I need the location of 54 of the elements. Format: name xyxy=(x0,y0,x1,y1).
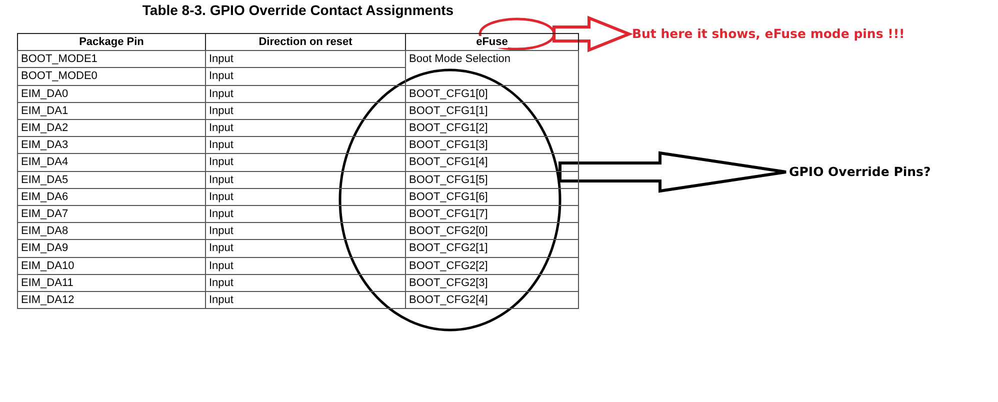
highlight-ellipse xyxy=(338,68,562,332)
direction-value: Input xyxy=(209,139,234,152)
direction-value: Input xyxy=(209,225,234,238)
annotation-text: GPIO Override Pins? xyxy=(789,164,931,179)
efuse-function: Boot Mode Selection xyxy=(409,53,511,66)
pin-name: EIM_DA1 xyxy=(21,104,68,117)
efuse-function: BOOT_CFG2[3] xyxy=(409,276,488,289)
direction-value: Input xyxy=(209,70,234,82)
pin-name: BOOT_MODE1 xyxy=(21,53,98,66)
efuse-function: BOOT_CFG1[1] xyxy=(409,104,488,117)
efuse-function: BOOT_CFG1[5] xyxy=(409,174,488,186)
annotation-text: But here it shows, eFuse mode pins !!! xyxy=(632,26,905,41)
direction-value: Input xyxy=(209,242,234,254)
efuse-function: BOOT_CFG2[4] xyxy=(409,294,488,306)
pin-name: BOOT_MODE0 xyxy=(21,70,98,82)
efuse-function: BOOT_CFG1[0] xyxy=(409,88,488,100)
efuse-function: BOOT_CFG1[2] xyxy=(409,122,488,134)
efuse-function: BOOT_CFG1[3] xyxy=(409,139,488,152)
pin-name: EIM_DA9 xyxy=(21,242,68,254)
direction-value: Input xyxy=(209,53,234,66)
direction-value: Input xyxy=(209,260,234,272)
pin-name: EIM_DA12 xyxy=(21,294,74,306)
column-header: Package Pin xyxy=(79,36,144,48)
pin-name: EIM_DA3 xyxy=(21,139,68,152)
pin-name: EIM_DA2 xyxy=(21,122,68,134)
column-header: eFuse xyxy=(476,36,508,48)
pin-name: EIM_DA5 xyxy=(21,174,68,186)
pin-name: EIM_DA8 xyxy=(21,225,68,238)
efuse-function: BOOT_CFG1[6] xyxy=(409,190,488,203)
direction-value: Input xyxy=(209,208,234,220)
efuse-function: BOOT_CFG2[1] xyxy=(409,242,488,254)
table-title: Table 8-3. GPIO Override Contact Assignments xyxy=(141,2,455,18)
pin-name: EIM_DA10 xyxy=(21,260,74,272)
direction-value: Input xyxy=(209,294,234,306)
efuse-function: BOOT_CFG1[7] xyxy=(409,208,488,220)
direction-value: Input xyxy=(209,122,234,134)
pin-name: EIM_DA4 xyxy=(21,156,68,168)
efuse-function: BOOT_CFG2[2] xyxy=(409,260,488,272)
pin-name: EIM_DA7 xyxy=(21,208,68,220)
direction-value: Input xyxy=(209,276,234,289)
direction-value: Input xyxy=(209,88,234,100)
pin-name: EIM_DA6 xyxy=(21,190,68,203)
block-arrow xyxy=(558,151,788,193)
pin-name: EIM_DA0 xyxy=(21,88,68,100)
highlight-ellipse xyxy=(478,18,556,50)
direction-value: Input xyxy=(209,190,234,203)
efuse-function: BOOT_CFG1[4] xyxy=(409,156,488,168)
direction-value: Input xyxy=(209,174,234,186)
pin-name: EIM_DA11 xyxy=(21,276,74,289)
direction-value: Input xyxy=(209,104,234,117)
block-arrow xyxy=(552,16,634,52)
column-header: Direction on reset xyxy=(258,36,352,48)
direction-value: Input xyxy=(209,156,234,168)
efuse-function: BOOT_CFG2[0] xyxy=(409,225,488,238)
